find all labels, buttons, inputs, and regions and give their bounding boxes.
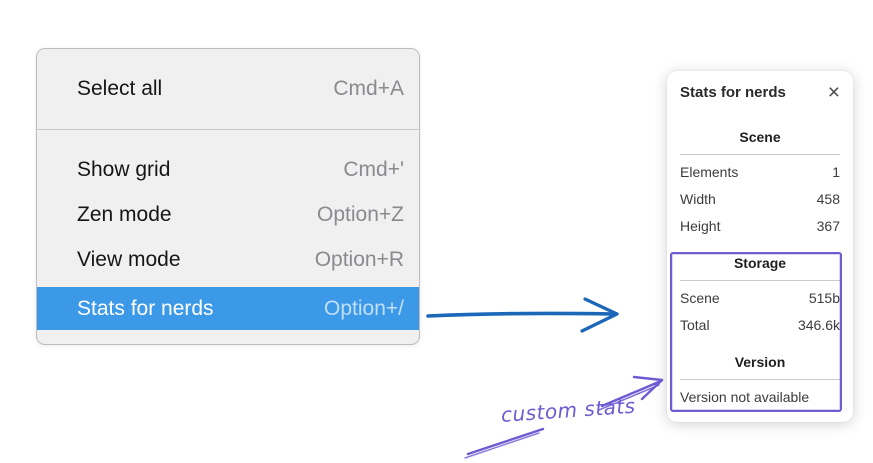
stats-panel-header: Stats for nerds × <box>680 80 840 104</box>
menu-item-show-grid[interactable]: Show grid Cmd+' <box>37 147 419 192</box>
stat-value: 367 <box>816 218 840 234</box>
stat-label: Width <box>680 191 716 207</box>
stat-label: Scene <box>680 290 720 306</box>
stat-value: 1 <box>832 164 840 180</box>
menu-item-label: Zen mode <box>77 202 172 226</box>
section-divider <box>680 154 840 155</box>
menu-item-stats-for-nerds[interactable]: Stats for nerds Option+/ <box>37 287 419 330</box>
section-divider <box>680 379 840 380</box>
stat-row-scene-storage: Scene 515b <box>680 285 840 312</box>
stat-row-width: Width 458 <box>680 186 840 213</box>
section-divider <box>680 280 840 281</box>
stat-row-height: Height 367 <box>680 213 840 240</box>
annotation-label: custom stats <box>500 393 637 427</box>
menu-item-label: View mode <box>77 247 181 271</box>
stat-label: Height <box>680 218 721 234</box>
menu-item-shortcut: Option+R <box>314 247 404 271</box>
menu-item-shortcut: Option+Z <box>317 202 404 226</box>
menu-item-label: Show grid <box>77 157 171 181</box>
menu-item-zen-mode[interactable]: Zen mode Option+Z <box>37 192 419 237</box>
stats-panel: Stats for nerds × Scene Elements 1 Width… <box>667 71 853 422</box>
stat-row-total-storage: Total 346.6k <box>680 312 840 339</box>
stat-value: 458 <box>816 191 840 207</box>
section-heading-scene: Scene <box>739 129 781 145</box>
stat-value: 515b <box>808 290 840 306</box>
menu-divider <box>37 129 419 130</box>
stat-row-elements: Elements 1 <box>680 159 840 186</box>
section-heading-storage: Storage <box>733 255 787 271</box>
section-heading-version: Version <box>734 354 786 370</box>
menu-item-shortcut: Cmd+' <box>343 157 404 181</box>
stat-label: Elements <box>680 164 739 180</box>
menu-item-select-all[interactable]: Select all Cmd+A <box>37 49 419 129</box>
menu-item-view-mode[interactable]: View mode Option+R <box>37 237 419 282</box>
menu-item-label: Select all <box>77 77 163 100</box>
version-status-text: Version not available <box>680 389 810 405</box>
menu-item-label: Stats for nerds <box>77 296 214 320</box>
stat-value: 346.6k <box>797 317 840 333</box>
stats-panel-title: Stats for nerds <box>680 84 786 101</box>
close-icon[interactable]: × <box>827 80 840 104</box>
menu-item-shortcut: Cmd+A <box>333 77 404 100</box>
stat-label: Total <box>680 317 710 333</box>
arrow-right-icon <box>426 297 619 333</box>
context-menu: Select all Cmd+A Show grid Cmd+' Zen mod… <box>36 48 420 345</box>
menu-item-shortcut: Option+/ <box>324 296 404 320</box>
